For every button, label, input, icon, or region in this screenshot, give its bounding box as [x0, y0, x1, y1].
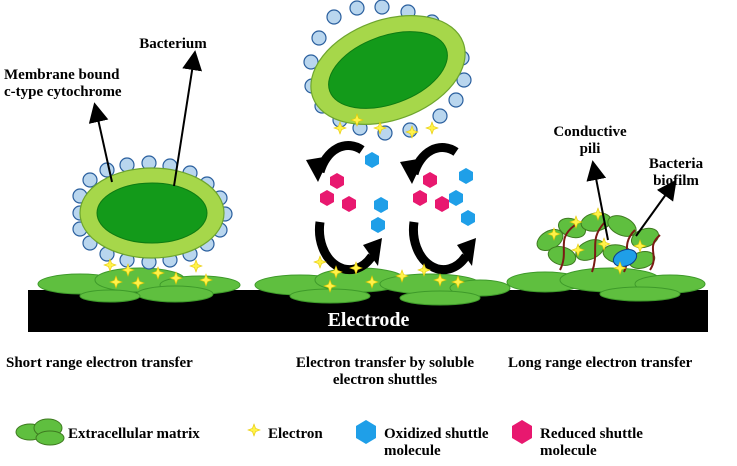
mechanism-soluble-shuttles: Electron transfer by soluble electron sh…	[295, 355, 475, 388]
arrowhead-left-top	[306, 156, 330, 182]
legend-extracellular-matrix: Extracellular matrix	[68, 426, 200, 442]
bacterium-left-inner	[96, 182, 208, 244]
label-bacteria-biofilm: Bacteria biofilm	[648, 156, 704, 189]
oxidized-shuttles	[365, 152, 475, 233]
arrow-cytochrome	[88, 102, 113, 183]
extracellular-matrix-left	[37, 267, 241, 303]
extracellular-matrix-right	[506, 267, 706, 302]
legend-oxidized-icon	[356, 420, 376, 444]
arrowhead-right-top	[400, 158, 424, 184]
arrowhead-right-bottom	[457, 238, 476, 266]
arrow-bacterium	[173, 50, 203, 187]
label-cytochrome: Membrane bound c-type cytochrome	[4, 67, 122, 100]
electrode-label: Electrode	[327, 309, 410, 331]
shuttle-arrowheads	[306, 156, 476, 266]
reduced-shuttles	[320, 172, 449, 212]
legend-oxidized-shuttle: Oxidized shuttle molecule	[384, 426, 489, 459]
legend-reduced-shuttle: Reduced shuttle molecule	[540, 426, 643, 459]
arrow-conductive-pili	[586, 160, 609, 241]
legend-electron-icon	[247, 423, 261, 437]
arrow-bacteria-biofilm	[635, 179, 677, 237]
legend-reduced-icon	[512, 420, 532, 444]
bacteria-biofilm	[536, 212, 661, 273]
bacterium-middle-inner	[328, 31, 448, 109]
label-bacterium: Bacterium	[139, 36, 207, 52]
legend-matrix-icon	[15, 418, 65, 446]
annotation-arrows	[88, 50, 677, 241]
mechanism-long-range: Long range electron transfer	[508, 355, 693, 371]
legend-electron: Electron	[268, 426, 323, 442]
label-conductive-pili: Conductive pili	[553, 124, 627, 157]
mechanism-short-range: Short range electron transfer	[6, 355, 193, 371]
arrowhead-left-bottom	[363, 238, 382, 266]
